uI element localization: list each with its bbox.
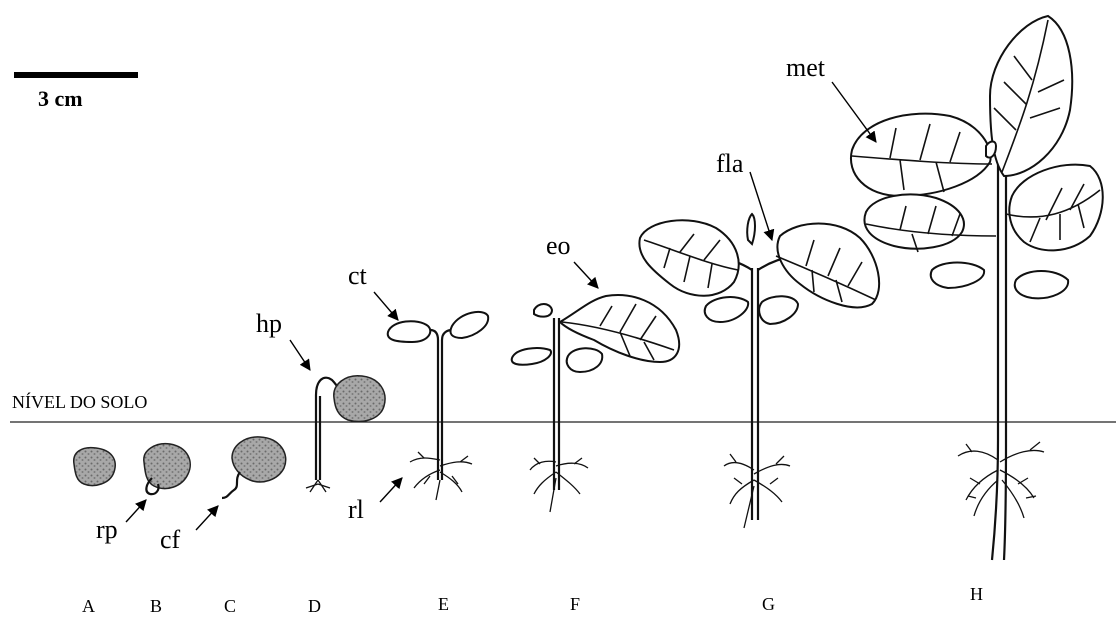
label-met: met [786, 53, 826, 82]
seedling-e [388, 312, 488, 500]
cotyledon-right [450, 312, 488, 338]
cotyledon-left [388, 321, 431, 342]
stage-label-g: G [762, 594, 775, 614]
label-cf: cf [160, 525, 181, 554]
plant-g [639, 214, 879, 528]
seedling-f [512, 295, 679, 512]
stage-label-e: E [438, 594, 449, 614]
label-fla: fla [716, 149, 744, 178]
scale-bar-label: 3 cm [38, 86, 83, 111]
label-hp: hp [256, 309, 282, 338]
arrow-eo [574, 262, 598, 288]
stage-label-h: H [970, 584, 983, 604]
stage-label-d: D [308, 596, 321, 616]
stage-label-c: C [224, 596, 236, 616]
seedling-d [306, 376, 385, 492]
arrow-cf [196, 506, 218, 530]
seed-b [144, 444, 190, 494]
seed-a [74, 448, 115, 486]
stage-label-a: A [82, 596, 95, 616]
label-eo: eo [546, 231, 571, 260]
ground-level-label: NÍVEL DO SOLO [12, 391, 147, 412]
arrow-ct [374, 292, 398, 320]
label-rp: rp [96, 515, 118, 544]
arrow-met [832, 82, 876, 142]
plant-h [851, 16, 1103, 560]
arrow-hp [290, 340, 310, 370]
label-ct: ct [348, 261, 368, 290]
label-rl: rl [348, 495, 364, 524]
stage-label-b: B [150, 596, 162, 616]
seed-c [222, 437, 286, 498]
apical-leaf [990, 16, 1072, 176]
arrow-rl [380, 478, 402, 502]
stage-label-f: F [570, 594, 580, 614]
arrow-rp [126, 500, 146, 522]
